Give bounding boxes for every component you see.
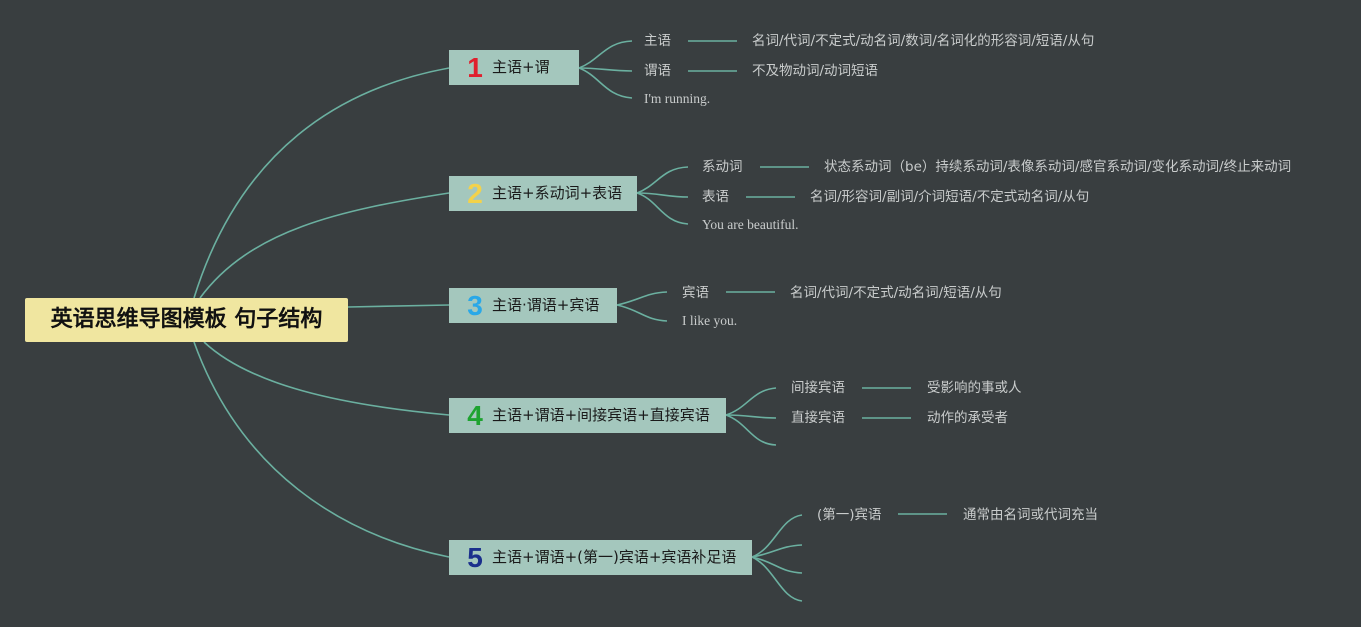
root-link-1 xyxy=(193,67,450,299)
root-link-2 xyxy=(199,192,450,299)
b4-link-a xyxy=(725,387,777,416)
branch-3[interactable]: 3 主语·谓语+宾语 xyxy=(449,288,617,323)
b1-item-2-name[interactable]: 谓语 xyxy=(644,63,671,79)
b5-link-a xyxy=(751,514,803,558)
number-1-icon: 1 xyxy=(467,52,483,83)
root-link-4 xyxy=(203,341,450,416)
b2-example[interactable]: You are beautiful. xyxy=(702,217,799,232)
b2-link-b xyxy=(636,192,689,198)
b4-link-b xyxy=(725,414,777,419)
b3-link-a xyxy=(616,291,668,306)
root-link-5 xyxy=(193,341,450,558)
b4-link-c xyxy=(725,414,777,446)
b3-link-b xyxy=(616,304,668,322)
b3-item-1-name[interactable]: 宾语 xyxy=(682,285,709,301)
b3-item-1-detail[interactable]: 名词/代词/不定式/动名词/短语/从句 xyxy=(790,285,1002,301)
branch-2[interactable]: 2 主语+系动词+表语 xyxy=(449,176,637,211)
b2-link-c xyxy=(636,192,689,225)
root-topic[interactable]: 英语思维导图模板 句子结构 xyxy=(25,298,348,342)
b5-link-c xyxy=(751,556,803,574)
b5-link-b xyxy=(751,544,803,558)
b1-item-1-name[interactable]: 主语 xyxy=(644,33,671,49)
number-4-icon: 4 xyxy=(467,400,483,431)
number-5-icon: 5 xyxy=(467,542,483,573)
b4-item-1-name[interactable]: 间接宾语 xyxy=(791,380,845,396)
b4-item-2-detail[interactable]: 动作的承受者 xyxy=(927,410,1008,426)
branch-4-label: 主语+谓语+间接宾语+直接宾语 xyxy=(492,406,710,424)
b1-example[interactable]: I'm running. xyxy=(644,91,711,106)
branch-2-label: 主语+系动词+表语 xyxy=(492,184,623,202)
b5-item-1-detail[interactable]: 通常由名词或代词充当 xyxy=(963,507,1098,523)
b2-item-2-detail[interactable]: 名词/形容词/副词/介词短语/不定式动名词/从句 xyxy=(810,189,1090,205)
branch-5[interactable]: 5 主语+谓语+(第一)宾语+宾语补足语 xyxy=(449,540,752,575)
number-2-icon: 2 xyxy=(467,178,483,209)
b1-item-2-detail[interactable]: 不及物动词/动词短语 xyxy=(752,63,879,79)
b1-link-b xyxy=(578,67,633,72)
branch-3-label: 主语·谓语+宾语 xyxy=(492,296,600,314)
root-link-3 xyxy=(347,304,450,308)
b4-item-2-name[interactable]: 直接宾语 xyxy=(791,410,845,426)
b2-link-a xyxy=(636,166,689,194)
b4-item-1-detail[interactable]: 受影响的事或人 xyxy=(927,380,1022,396)
b2-item-2-name[interactable]: 表语 xyxy=(702,189,729,205)
branch-1[interactable]: 1 主语+谓 xyxy=(449,50,579,85)
branch-1-label: 主语+谓 xyxy=(492,58,550,76)
b1-link-a xyxy=(578,40,633,69)
b2-item-1-detail[interactable]: 状态系动词（be）持续系动词/表像系动词/感官系动词/变化系动词/终止来动词 xyxy=(824,159,1292,175)
b5-item-1-name[interactable]: (第一)宾语 xyxy=(817,507,882,523)
branch-4[interactable]: 4 主语+谓语+间接宾语+直接宾语 xyxy=(449,398,726,433)
branch-5-label: 主语+谓语+(第一)宾语+宾语补足语 xyxy=(492,548,737,566)
b1-item-1-detail[interactable]: 名词/代词/不定式/动名词/数词/名词化的形容词/短语/从句 xyxy=(752,33,1095,49)
b1-link-c xyxy=(578,67,633,99)
b5-link-d xyxy=(751,556,803,602)
number-3-icon: 3 xyxy=(467,290,483,321)
b2-item-1-name[interactable]: 系动词 xyxy=(702,159,743,175)
b3-example[interactable]: I like you. xyxy=(682,313,738,328)
